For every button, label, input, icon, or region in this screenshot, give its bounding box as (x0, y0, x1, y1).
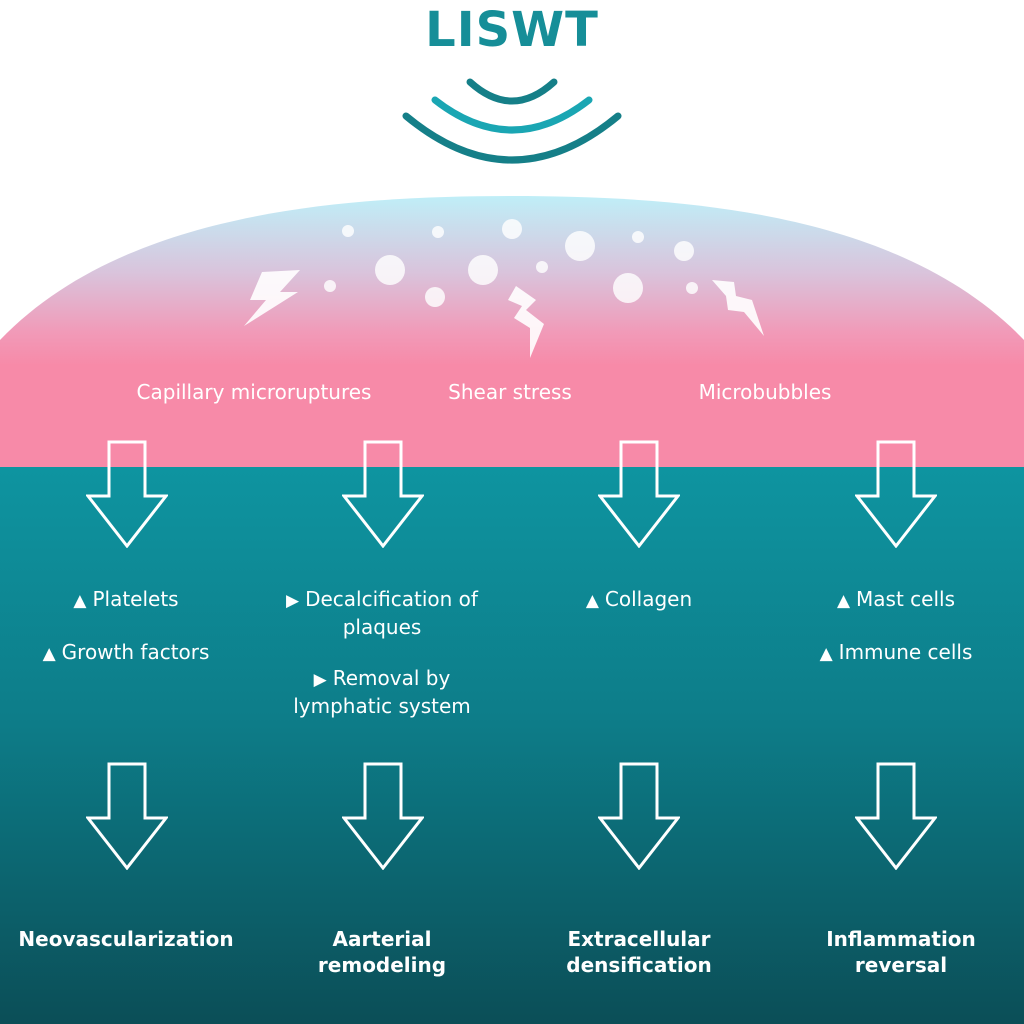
effect-item: ▲Growth factors (1, 639, 251, 667)
down-arrow-icon (342, 440, 424, 548)
triangle-right-icon: ▶ (286, 591, 300, 611)
diagram-title: LISWT (425, 2, 599, 58)
effects-column-3: ▲Collagen (514, 586, 764, 639)
effects-column-1: ▲Platelets ▲Growth factors (1, 586, 251, 692)
down-arrow-icon (342, 762, 424, 870)
effects-column-4: ▲Mast cells ▲Immune cells (771, 586, 1021, 692)
triangle-up-icon: ▲ (819, 644, 833, 664)
outcome-arterial-remodeling: Aarterial remodeling (317, 927, 447, 977)
effect-text: Removal by lymphatic system (293, 666, 471, 718)
cause-label-shear: Shear stress (448, 380, 572, 404)
lightning-icon (508, 286, 544, 358)
effect-text: Growth factors (61, 640, 210, 664)
effect-text: Mast cells (856, 587, 956, 611)
effect-text: Immune cells (838, 640, 973, 664)
effect-item: ▶Removal by lymphatic system (277, 665, 487, 719)
triangle-up-icon: ▲ (585, 591, 599, 611)
down-arrow-icon (598, 440, 680, 548)
triangle-right-icon: ▶ (313, 670, 327, 690)
effect-item: ▶Decalcification of plaques (277, 586, 487, 640)
outcome-extracellular-densification: Extracellular densification (566, 927, 712, 977)
down-arrow-icon (86, 762, 168, 870)
lightning-icon (712, 280, 764, 336)
down-arrow-icon (855, 762, 937, 870)
triangle-up-icon: ▲ (836, 591, 851, 611)
effect-text: Collagen (604, 587, 693, 611)
down-arrow-icon (855, 440, 937, 548)
effect-item: ▲Platelets (1, 586, 251, 614)
cause-label-capillary: Capillary microruptures (136, 380, 372, 404)
effect-text: Decalcification of plaques (305, 587, 478, 639)
cause-label-microbubbles: Microbubbles (698, 380, 832, 404)
shockwave-icon (402, 78, 622, 164)
outcome-neovascularization: Neovascularization (18, 927, 234, 951)
effect-item: ▲Mast cells (771, 586, 1021, 614)
down-arrow-icon (598, 762, 680, 870)
outcome-inflammation-reversal: Inflammation reversal (826, 927, 976, 977)
effect-text: Platelets (92, 587, 179, 611)
bubbles-icon (324, 219, 698, 307)
effect-item: ▲Collagen (514, 586, 764, 614)
triangle-up-icon: ▲ (73, 591, 87, 611)
lightning-icon (244, 270, 300, 326)
effects-column-2: ▶Decalcification of plaques ▶Removal by … (277, 586, 487, 744)
down-arrow-icon (86, 440, 168, 548)
effect-item: ▲Immune cells (771, 639, 1021, 667)
triangle-up-icon: ▲ (42, 644, 56, 664)
